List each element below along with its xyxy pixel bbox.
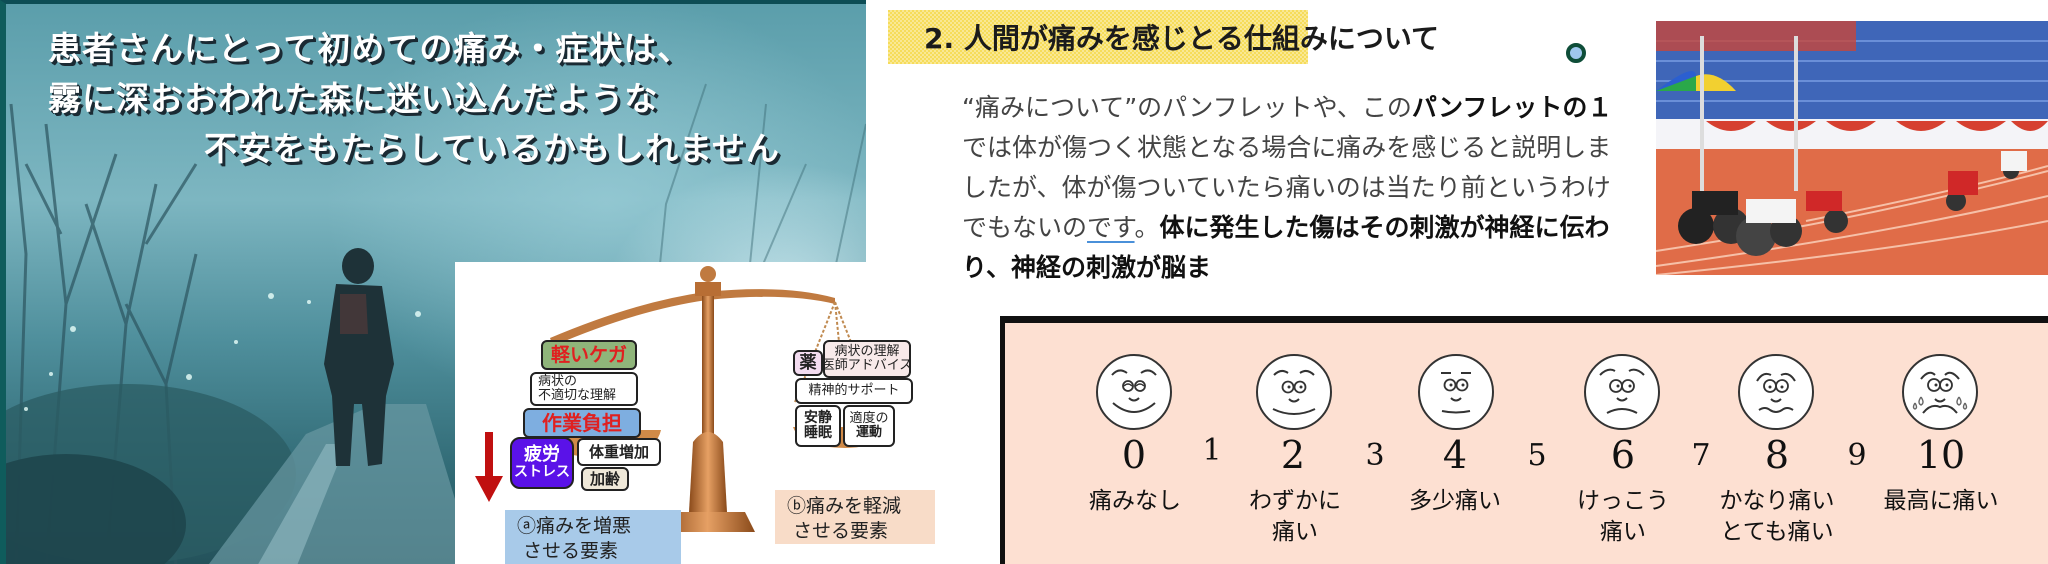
factor-minor-injury: 軽いケガ	[541, 340, 637, 370]
scale-number-2: 2	[1280, 433, 1306, 477]
face-severe-pain-icon	[1738, 354, 1814, 430]
resize-handle-icon[interactable]	[1566, 43, 1586, 63]
section-heading-text: 2. 人間が痛みを感じとる仕組みについて	[924, 22, 1440, 55]
scale-number-4: 4	[1442, 433, 1468, 477]
factor-exercise: 適度の 運動	[843, 405, 895, 447]
factor-movement: 運動	[855, 425, 882, 440]
paragraph-seg2: パンフレットの１	[1411, 93, 1613, 122]
factor-weight-gain: 体重増加	[577, 438, 661, 466]
scale-label-worst-pain: 最高に痛い	[1883, 488, 1999, 514]
paragraph-seg4-underlined: です	[1087, 213, 1135, 242]
factor-fatigue: 疲労	[524, 444, 560, 466]
factor-rest-sleep: 安静 睡眠	[795, 405, 841, 447]
face-worst-pain-crying-icon	[1902, 354, 1978, 430]
caption-relieving-factors: ⓑ痛みを軽減 させる要素	[775, 490, 935, 544]
wheelchair-race-photo	[1656, 21, 2048, 275]
paragraph-seg6: 体に発生した傷はその刺激が神経に伝わり、神経の刺激が脳ま	[962, 213, 1610, 282]
fog-title-line-2: 霧に深おおわれた森に迷い込んだような	[48, 79, 659, 118]
face-slight-pain-icon	[1256, 354, 1332, 430]
fog-title-line-3: 不安をもたらしているかもしれません	[204, 129, 781, 168]
stadium-scene-illustration	[1656, 21, 2048, 275]
racers	[1678, 151, 2027, 256]
scale-number-10: 10	[1916, 433, 1966, 477]
scale-number-1: 1	[1202, 433, 1222, 468]
scale-label-mild-pain: 多少痛い	[1409, 488, 1501, 514]
scale-number-5: 5	[1527, 438, 1547, 473]
paragraph-seg1: “痛みについて”のパンフレットや、この	[962, 93, 1412, 122]
pain-rating-scale: 0 1 2 3 4 5 6 7 8 9 10 痛みなし わずかに 痛い 多少痛い…	[1000, 316, 2048, 564]
body-paragraph: “痛みについて”のパンフレットや、このパンフレットの１ では体が傷つく状態となる場…	[962, 88, 1632, 288]
scale-label-no-pain: 痛みなし	[1089, 488, 1181, 514]
scale-label-severe-pain: かなり痛い とても痛い	[1719, 488, 1835, 545]
scale-label-moderate-pain: けっこう 痛い	[1577, 488, 1669, 545]
factor-understanding: 病状の理解	[834, 343, 900, 359]
factor-aging: 加齢	[581, 467, 629, 491]
scale-number-0: 0	[1121, 433, 1147, 477]
caption-aggravating-factors: ⓐ痛みを増悪 させる要素	[505, 510, 681, 564]
face-mild-pain-icon	[1418, 354, 1494, 430]
factor-fatigue-stress: 疲労 ストレス	[510, 437, 574, 489]
factor-rest: 安静	[804, 409, 832, 426]
factor-workload: 作業負担	[523, 408, 641, 438]
factor-moderate: 適度の	[849, 410, 889, 426]
paragraph-seg3: では体が傷つく状態となる場合に痛みを感じると説明しましたが、体が傷ついていたら痛…	[962, 133, 1612, 242]
factor-understanding-advice: 病状の理解 医師アドバイス	[821, 340, 913, 378]
pain-balance-diagram: 軽いケガ 病状の 不適切な理解 作業負担 疲労 ストレス 体重増加 加齢 薬 病…	[455, 262, 935, 564]
factor-doctor-advice: 医師アドバイス	[821, 358, 913, 373]
factor-stress: ストレス	[514, 464, 570, 481]
factor-misunderstanding-line1: 病状の	[538, 373, 578, 389]
scale-number-3: 3	[1365, 438, 1385, 473]
face-no-pain-icon	[1096, 354, 1172, 430]
forest-scene-illustration	[6, 83, 866, 564]
scale-number-9: 9	[1847, 438, 1867, 473]
factor-sleep: 睡眠	[804, 425, 832, 441]
scale-number-7: 7	[1691, 438, 1711, 473]
factor-misunderstanding: 病状の 不適切な理解	[530, 372, 638, 406]
paragraph-seg5: 。	[1134, 213, 1160, 242]
factor-medicine: 薬	[793, 350, 823, 376]
factor-misunderstanding-line2: 不適切な理解	[538, 388, 617, 403]
fog-title-line-1: 患者さんにとって初めての痛み・症状は、	[48, 29, 692, 68]
face-moderate-pain-icon	[1584, 354, 1660, 430]
factor-mental-support: 精神的サポート	[795, 378, 913, 404]
scale-number-6: 6	[1610, 433, 1636, 477]
scale-number-8: 8	[1764, 433, 1790, 477]
section-heading: 2. 人間が痛みを感じとる仕組みについて	[888, 10, 1439, 64]
scale-label-slight-pain: わずかに 痛い	[1249, 488, 1341, 545]
